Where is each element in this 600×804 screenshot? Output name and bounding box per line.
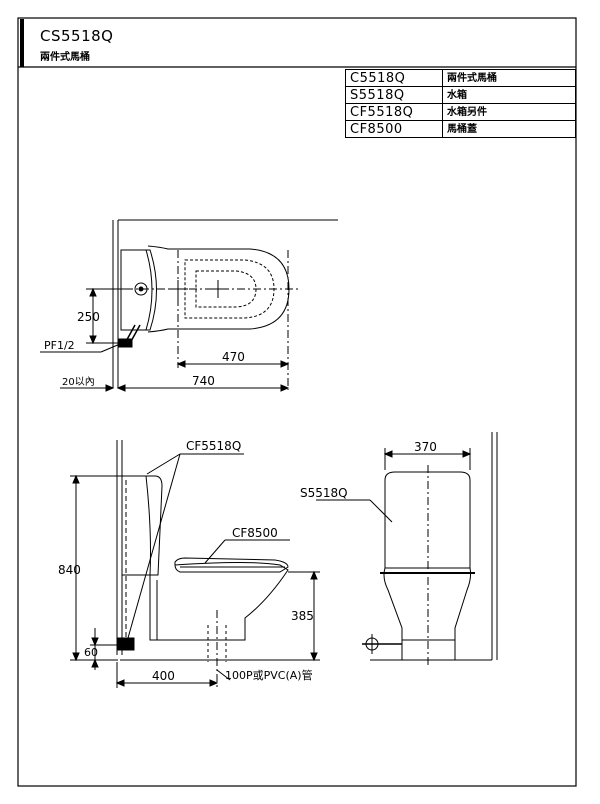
product-name: 兩件式馬桶 [40, 52, 90, 63]
wall-distance-label: 20以內 [62, 376, 95, 388]
dim-60-label: 60 [84, 646, 98, 659]
tank-parts-callout: CF5518Q [186, 439, 241, 453]
tank-callout: S5518Q [300, 486, 348, 500]
pipe-size-label: PF1/2 [44, 339, 75, 352]
part-code: S5518Q [345, 86, 443, 104]
parts-row: S5518Q 水箱 [345, 86, 576, 104]
parts-row: C5518Q 兩件式馬桶 [345, 69, 576, 87]
dim-400-label: 400 [152, 669, 175, 683]
dim-740-label: 740 [192, 374, 215, 388]
dim-250-label: 250 [77, 310, 100, 324]
front-view [70, 440, 320, 688]
title-block-bar [20, 19, 24, 67]
dim-370-label: 370 [414, 440, 437, 454]
outlet-pipe-label: 100P或PVC(A)管 [225, 668, 313, 682]
part-code: CF5518Q [345, 103, 443, 121]
part-code: CF8500 [345, 120, 443, 138]
part-name: 水箱另件 [442, 103, 576, 121]
top-view [40, 219, 338, 392]
model-number: CS5518Q [40, 27, 114, 45]
part-code: C5518Q [345, 69, 443, 87]
part-name: 馬桶蓋 [442, 120, 576, 138]
dim-840-label: 840 [58, 563, 81, 577]
part-name: 兩件式馬桶 [442, 69, 576, 87]
dim-385-label: 385 [291, 609, 314, 623]
parts-row: CF5518Q 水箱另件 [345, 103, 576, 121]
seat-callout: CF8500 [232, 526, 278, 540]
dim-470-label: 470 [222, 350, 245, 364]
parts-table: C5518Q 兩件式馬桶 S5518Q 水箱 CF5518Q 水箱另件 CF85… [345, 69, 576, 138]
side-view [316, 432, 498, 668]
parts-row: CF8500 馬桶蓋 [345, 120, 576, 138]
part-name: 水箱 [442, 86, 576, 104]
